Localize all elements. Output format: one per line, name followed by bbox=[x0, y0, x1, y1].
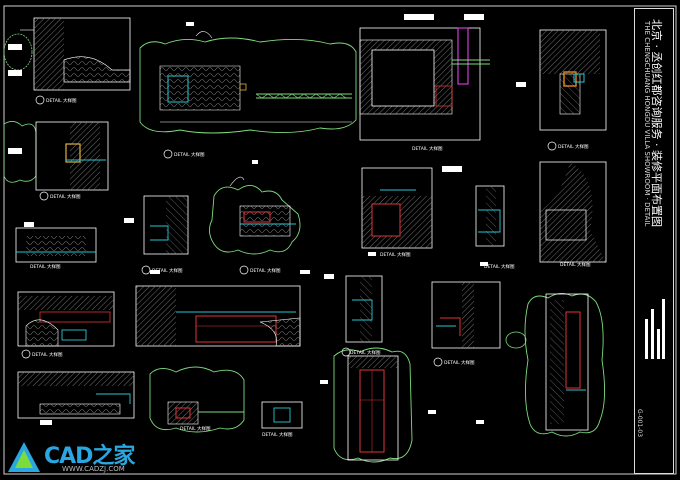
title-block-bars bbox=[645, 299, 665, 359]
detail-label: DETAIL 大样图 bbox=[32, 351, 63, 358]
watermark-brand: CAD之家 bbox=[44, 444, 135, 469]
watermark-url: WWW.CADZJ.COM bbox=[62, 465, 125, 473]
annotation-marks bbox=[150, 22, 484, 424]
drawing-border bbox=[3, 5, 677, 475]
detail-6[interactable] bbox=[361, 166, 462, 256]
detail-label: DETAIL 大样图 bbox=[46, 97, 77, 104]
detail-7[interactable] bbox=[475, 185, 505, 266]
detail-15[interactable] bbox=[431, 281, 501, 367]
detail-12[interactable] bbox=[17, 291, 115, 359]
detail-14[interactable] bbox=[324, 274, 383, 357]
drawing-title: 北京 · 丞创红都咨询服务 · 装修平面布置图 bbox=[650, 19, 663, 227]
detail-label: DETAIL 大样图 bbox=[484, 263, 515, 270]
detail-11[interactable] bbox=[209, 176, 301, 275]
detail-2[interactable] bbox=[139, 31, 357, 159]
detail-18[interactable] bbox=[149, 366, 245, 433]
drawing-code: G-001-03 bbox=[636, 409, 643, 438]
detail-label: DETAIL 大样图 bbox=[152, 267, 183, 274]
drawing-subtitle: THE CHENGCHUANG HONGDU VILLA SHOWROOM · … bbox=[643, 21, 651, 227]
detail-16[interactable] bbox=[505, 293, 605, 437]
detail-label: DETAIL 大样图 bbox=[558, 143, 589, 150]
detail-label: DETAIL 大样图 bbox=[180, 425, 211, 432]
detail-4[interactable] bbox=[516, 29, 607, 151]
detail-9[interactable] bbox=[15, 222, 97, 263]
detail-label: DETAIL 大样图 bbox=[250, 267, 281, 274]
detail-label: DETAIL 大样图 bbox=[560, 261, 591, 268]
detail-label: DETAIL 大样图 bbox=[262, 431, 293, 438]
detail-label: DETAIL 大样图 bbox=[380, 251, 411, 258]
detail-label: DETAIL 大样图 bbox=[174, 151, 205, 158]
detail-label-group: DETAIL 大样图 DETAIL 大样图 DETAIL 大样图 DETAIL 大样图… bbox=[30, 97, 591, 438]
detail-1[interactable] bbox=[3, 17, 131, 105]
title-block: 北京 · 丞创红都咨询服务 · 装修平面布置图 THE CHENGCHUANG … bbox=[634, 8, 674, 474]
watermark-logo: CAD之家 WWW.CADZJ.COM bbox=[6, 438, 186, 476]
detail-20[interactable] bbox=[333, 347, 413, 463]
detail-8[interactable] bbox=[539, 161, 607, 263]
detail-label: DETAIL 大样图 bbox=[50, 193, 81, 200]
detail-19[interactable] bbox=[261, 401, 303, 429]
detail-5[interactable] bbox=[3, 121, 109, 201]
detail-13[interactable] bbox=[135, 285, 301, 347]
detail-label: DETAIL 大样图 bbox=[412, 145, 443, 152]
cad-logo-icon bbox=[8, 442, 40, 472]
detail-17[interactable] bbox=[17, 371, 135, 425]
detail-10[interactable] bbox=[124, 195, 189, 275]
detail-label: DETAIL 大样图 bbox=[30, 263, 61, 270]
detail-label: DETAIL 大样图 bbox=[444, 359, 475, 366]
detail-3[interactable] bbox=[359, 14, 490, 141]
detail-label: DETAIL 大样图 bbox=[350, 349, 381, 356]
